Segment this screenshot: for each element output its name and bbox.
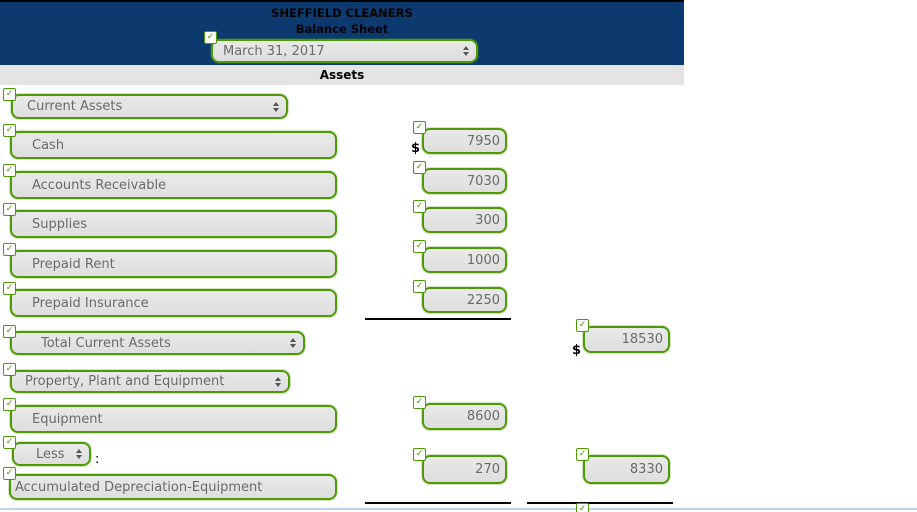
- statement-title: Balance Sheet: [295, 22, 389, 36]
- check-icon: ✓: [5, 89, 14, 99]
- check-icon: ✓: [5, 244, 14, 254]
- check-icon: ✓: [5, 283, 14, 293]
- accounts-receivable-label-input[interactable]: Accounts Receivable: [10, 171, 337, 199]
- check-icon: ✓: [5, 125, 14, 135]
- supplies-amount-checkbox[interactable]: ✓: [413, 200, 426, 213]
- ppe-net-amount-checkbox[interactable]: ✓: [576, 448, 589, 461]
- total-current-assets-checkbox[interactable]: ✓: [3, 325, 16, 338]
- less-select-value: Less: [36, 446, 65, 462]
- current-assets-select-value: Current Assets: [27, 99, 123, 114]
- check-icon: ✓: [415, 281, 424, 291]
- check-icon: ✓: [5, 364, 14, 374]
- accumulated-depreciation-label-input[interactable]: Accumulated Depreciation-Equipment: [9, 474, 337, 500]
- date-select-value: March 31, 2017: [223, 43, 325, 59]
- total-current-assets-select[interactable]: Total Current Assets: [10, 331, 305, 355]
- ppe-checkbox[interactable]: ✓: [3, 363, 16, 376]
- accumulated-depreciation-amount-checkbox[interactable]: ✓: [413, 448, 426, 461]
- total-current-assets-amount-input[interactable]: 18530: [583, 326, 670, 353]
- supplies-label-input[interactable]: Supplies: [10, 210, 337, 238]
- subtotal-underline: [365, 502, 511, 504]
- cash-label-checkbox[interactable]: ✓: [3, 124, 16, 137]
- select-arrows-icon: [273, 101, 279, 112]
- prepaid-rent-label-input[interactable]: Prepaid Rent: [10, 250, 337, 278]
- prepaid-rent-amount-input[interactable]: 1000: [422, 247, 507, 273]
- equipment-label-input[interactable]: Equipment: [10, 405, 337, 433]
- total-current-assets-amount-checkbox[interactable]: ✓: [576, 319, 589, 332]
- cash-label-input[interactable]: Cash: [10, 131, 337, 159]
- subtotal-underline: [527, 502, 673, 504]
- check-icon: ✓: [415, 201, 424, 211]
- check-icon: ✓: [415, 449, 424, 459]
- company-name: SHEFFIELD CLEANERS: [271, 6, 413, 20]
- check-icon: ✓: [415, 122, 424, 132]
- prepaid-insurance-amount-checkbox[interactable]: ✓: [413, 280, 426, 293]
- next-row-checkbox[interactable]: ✓: [576, 503, 589, 512]
- check-icon: ✓: [415, 162, 424, 172]
- bottom-divider: [0, 508, 917, 510]
- equipment-label-checkbox[interactable]: ✓: [3, 398, 16, 411]
- check-icon: ✓: [415, 241, 424, 251]
- total-current-assets-select-value: Total Current Assets: [41, 335, 171, 351]
- select-arrows-icon: [76, 449, 82, 459]
- check-icon: ✓: [578, 449, 587, 459]
- equipment-amount-checkbox[interactable]: ✓: [413, 396, 426, 409]
- less-select[interactable]: Less: [12, 442, 91, 466]
- ppe-select-value: Property, Plant and Equipment: [25, 374, 225, 389]
- select-arrows-icon: [463, 46, 469, 56]
- less-colon: :: [95, 452, 100, 467]
- accounts-receivable-amount-input[interactable]: 7030: [422, 168, 507, 194]
- accumulated-depreciation-amount-input[interactable]: 270: [422, 455, 507, 484]
- check-icon: ✓: [206, 32, 215, 42]
- date-select-checkbox[interactable]: ✓: [204, 31, 217, 44]
- prepaid-insurance-label-input[interactable]: Prepaid Insurance: [10, 289, 337, 317]
- check-icon: ✓: [5, 437, 14, 447]
- check-icon: ✓: [415, 397, 424, 407]
- currency-symbol: $: [411, 141, 421, 156]
- supplies-label-checkbox[interactable]: ✓: [3, 203, 16, 216]
- prepaid-insurance-amount-input[interactable]: 2250: [422, 287, 507, 313]
- check-icon: ✓: [5, 399, 14, 409]
- supplies-amount-input[interactable]: 300: [422, 207, 507, 233]
- check-icon: ✓: [578, 320, 587, 330]
- ppe-net-amount-input[interactable]: 8330: [583, 455, 670, 484]
- less-select-checkbox[interactable]: ✓: [3, 436, 16, 449]
- check-icon: ✓: [5, 468, 14, 478]
- current-assets-select[interactable]: Current Assets: [11, 94, 288, 119]
- select-arrows-icon: [290, 338, 296, 348]
- equipment-amount-input[interactable]: 8600: [422, 403, 507, 430]
- cash-amount-checkbox[interactable]: ✓: [413, 121, 426, 134]
- prepaid-insurance-label-checkbox[interactable]: ✓: [3, 282, 16, 295]
- accounts-receivable-label-checkbox[interactable]: ✓: [3, 164, 16, 177]
- date-select[interactable]: March 31, 2017: [211, 39, 478, 63]
- check-icon: ✓: [578, 504, 587, 512]
- current-assets-checkbox[interactable]: ✓: [3, 88, 16, 101]
- ppe-select[interactable]: Property, Plant and Equipment: [10, 370, 290, 393]
- check-icon: ✓: [5, 326, 14, 336]
- check-icon: ✓: [5, 165, 14, 175]
- subtotal-underline: [365, 318, 511, 320]
- accounts-receivable-amount-checkbox[interactable]: ✓: [413, 161, 426, 174]
- prepaid-rent-amount-checkbox[interactable]: ✓: [413, 240, 426, 253]
- select-arrows-icon: [275, 376, 281, 387]
- prepaid-rent-label-checkbox[interactable]: ✓: [3, 243, 16, 256]
- cash-amount-input[interactable]: 7950: [422, 128, 507, 154]
- check-icon: ✓: [5, 204, 14, 214]
- accumulated-depreciation-label-checkbox[interactable]: ✓: [3, 467, 16, 480]
- currency-symbol: $: [572, 343, 582, 358]
- section-title: Assets: [0, 65, 684, 85]
